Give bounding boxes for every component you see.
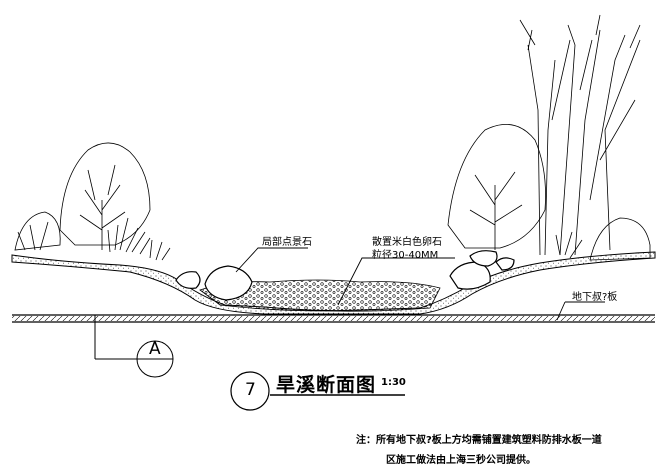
- callout-pebbles-line2: 粒径30-40MM: [372, 250, 439, 261]
- feature-stones: [175, 250, 515, 301]
- drawing-number: 7: [245, 380, 256, 400]
- drawing-number-circle: [230, 371, 270, 411]
- section-marker-letter: A: [149, 339, 161, 359]
- callout-pebbles-line1: 散置米白色卵石: [372, 237, 442, 248]
- callout-drainage-board: 地下叔?板: [572, 292, 618, 303]
- drawing-scale: 1:30: [381, 377, 406, 388]
- drawing-title: 旱溪断面图: [276, 374, 377, 396]
- section-marker-a: [94, 315, 174, 378]
- callout-feature-stone: 局部点景石: [262, 237, 312, 248]
- creek-gravel-bed: [199, 279, 441, 312]
- note-line-2: 区施工做法由上海三秒公司提供。: [386, 455, 536, 466]
- right-trees: [447, 14, 651, 261]
- note-line-1: 注：所有地下叔?板上方均需铺置建筑塑料防排水板一道: [356, 435, 602, 446]
- callout-leaders: [235, 247, 605, 321]
- drainage-board-band: [12, 314, 655, 323]
- left-shrubs: [14, 142, 171, 261]
